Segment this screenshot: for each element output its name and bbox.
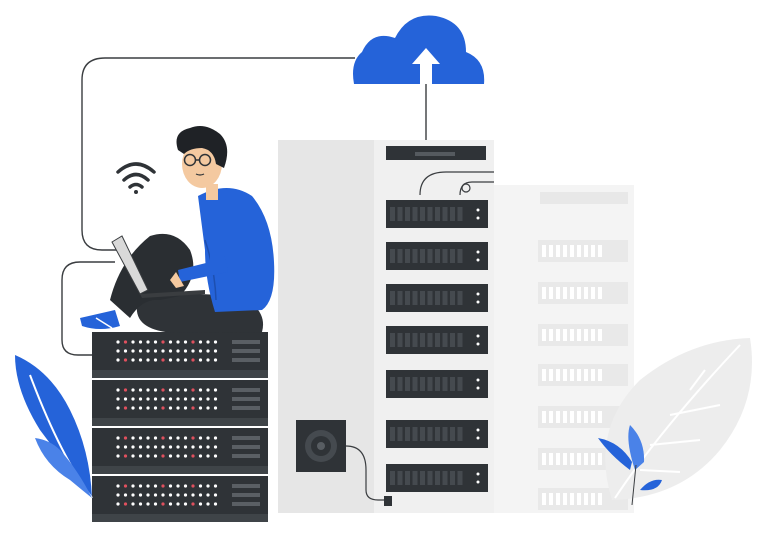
rack-unit bbox=[386, 200, 488, 228]
person-with-laptop bbox=[80, 126, 275, 333]
rack-unit bbox=[386, 326, 488, 354]
stacked-server bbox=[92, 332, 268, 378]
rack-unit bbox=[386, 242, 488, 270]
laptop-connection-line bbox=[61, 261, 115, 356]
background-server-rack bbox=[494, 185, 634, 513]
cloud-connection-line bbox=[81, 57, 355, 251]
rack-unit bbox=[386, 420, 488, 448]
server-stack bbox=[92, 332, 268, 522]
faded-rack-unit bbox=[538, 324, 628, 346]
stacked-server bbox=[92, 380, 268, 426]
faded-rack-unit bbox=[538, 282, 628, 304]
fan-icon bbox=[296, 420, 346, 472]
cloud-upload-icon bbox=[353, 15, 485, 84]
rack-unit bbox=[386, 464, 488, 492]
stacked-server bbox=[92, 476, 268, 522]
faded-rack-unit bbox=[538, 364, 628, 386]
rack-unit bbox=[386, 284, 488, 312]
faded-rack-unit bbox=[538, 406, 628, 428]
leaf-icon bbox=[15, 355, 93, 499]
rack-unit bbox=[386, 370, 488, 398]
wifi-icon bbox=[116, 162, 156, 194]
small-blue-plant bbox=[598, 425, 662, 506]
main-server-rack bbox=[278, 140, 494, 513]
stacked-server bbox=[92, 428, 268, 474]
faded-rack-unit bbox=[538, 240, 628, 262]
faded-rack-unit bbox=[538, 488, 628, 510]
